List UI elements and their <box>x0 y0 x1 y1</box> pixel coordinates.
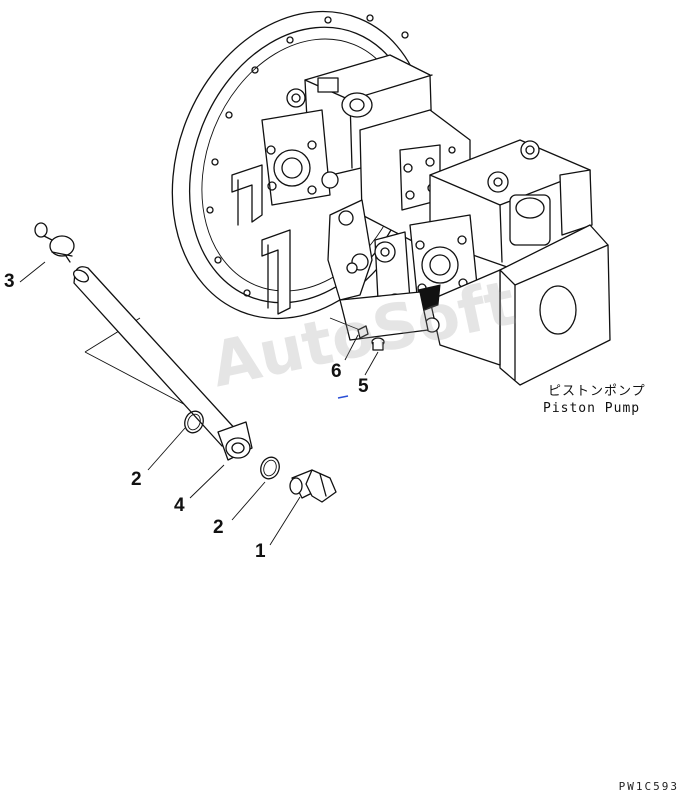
caption-english: Piston Pump <box>543 401 641 416</box>
drawing-code: PW1C593 <box>618 780 679 793</box>
piston-pump-rear <box>409 139 593 306</box>
callout-6: 6 <box>331 361 342 382</box>
o-ring-lower <box>260 456 280 480</box>
callout-1: 1 <box>255 541 266 562</box>
callout-3: 3 <box>4 271 15 292</box>
callout-2-upper: 2 <box>131 469 142 490</box>
plug-part-5 <box>371 337 385 351</box>
mark-stroke <box>337 395 349 399</box>
callout-2-lower: 2 <box>213 517 224 538</box>
caption-japanese: ピストンポンプ <box>548 384 646 399</box>
mounting-bracket <box>231 164 291 315</box>
tag-part-6 <box>357 325 369 339</box>
callout-5: 5 <box>358 376 369 397</box>
breather-cap <box>34 222 75 263</box>
o-ring-upper <box>184 410 204 434</box>
oil-filler-pipe <box>72 266 253 461</box>
pump-end-plate <box>424 224 611 386</box>
leader-lines <box>19 261 379 546</box>
callout-4: 4 <box>174 495 185 516</box>
joint-bolt <box>289 469 337 503</box>
